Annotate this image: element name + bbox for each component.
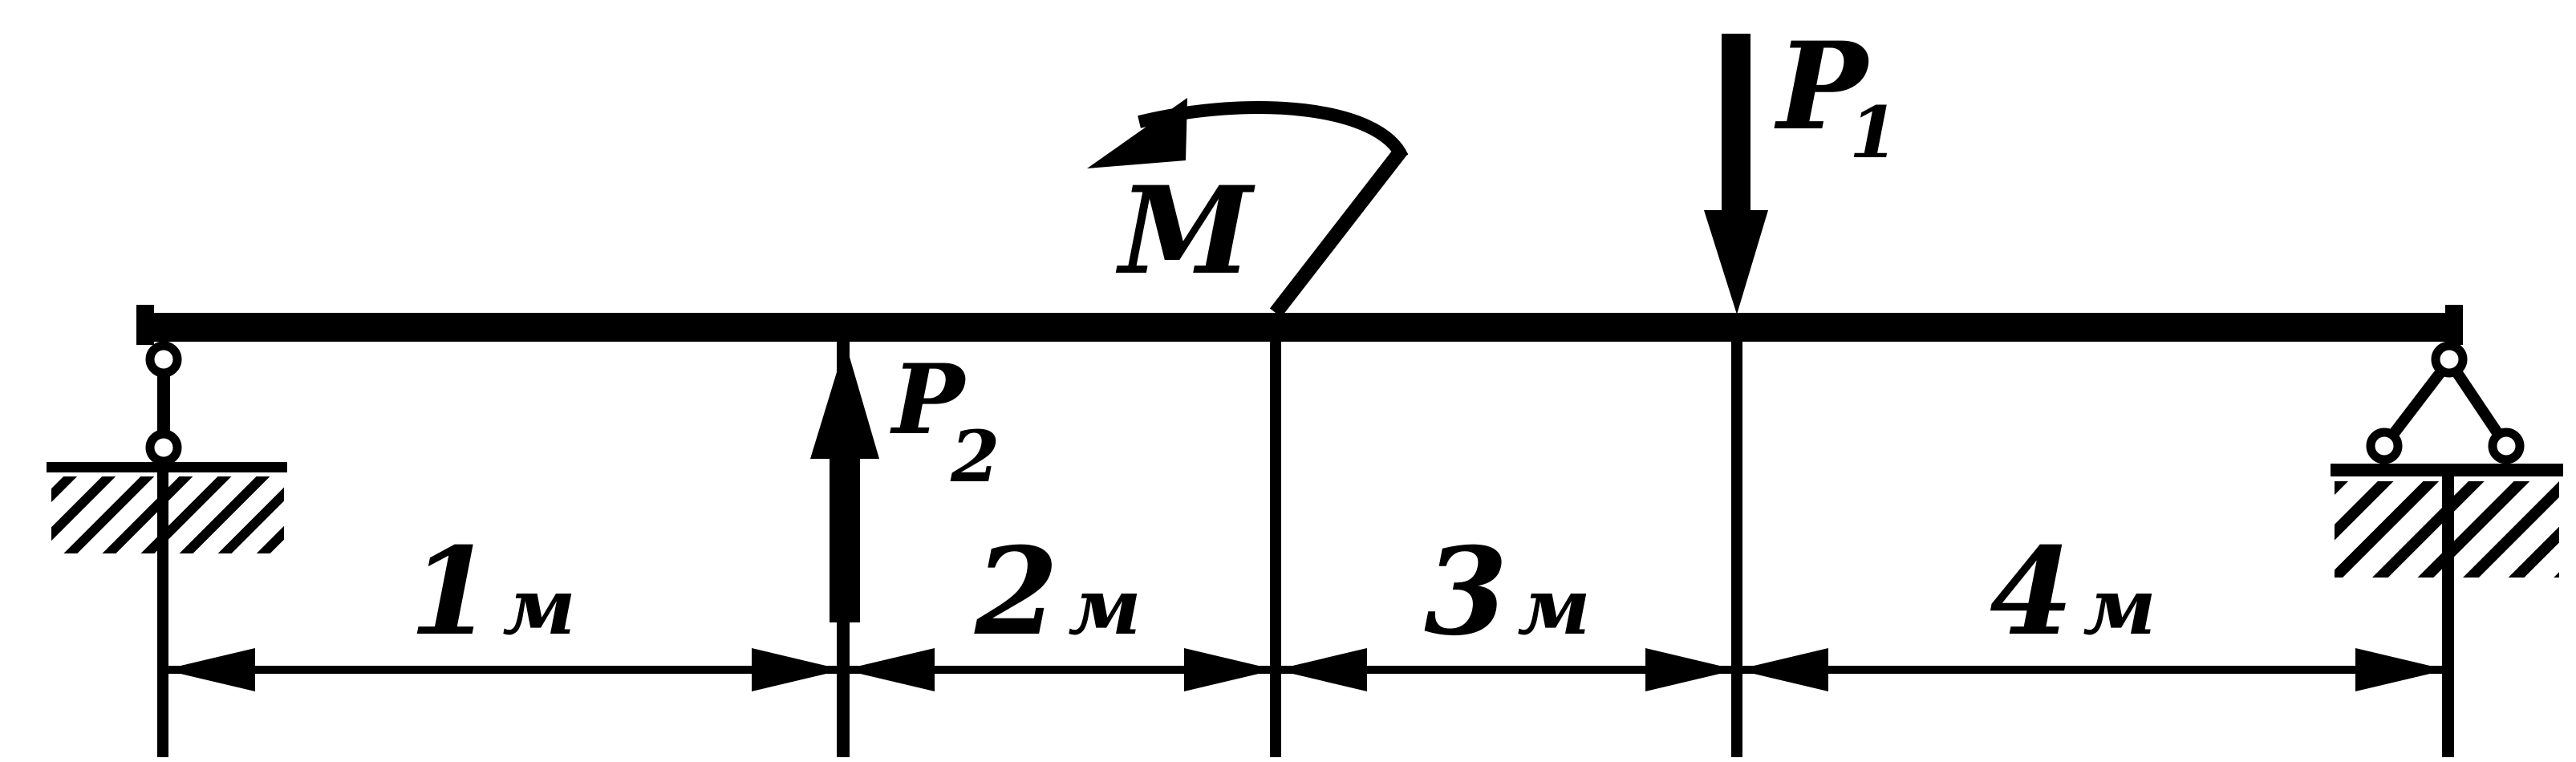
force-p2-arrow [810, 343, 879, 622]
force-p1-label: P [1774, 16, 1871, 157]
force-p2-label: P [890, 343, 968, 456]
beam [136, 313, 2463, 342]
dimension-value-3: 3 [1424, 521, 1507, 663]
beam-end-right [2445, 305, 2463, 345]
dimension-value-1: 1 [409, 521, 493, 663]
moment-label: M [1115, 160, 1256, 302]
dimension-value-2: 2 [974, 521, 1058, 663]
left-support [47, 341, 287, 757]
force-p1-subscript: 1 [1849, 91, 1898, 174]
right-support [2331, 341, 2563, 757]
dimension-arrowheads [164, 648, 2447, 691]
extension-line-p1 [1731, 342, 1742, 757]
beam-end-left [136, 305, 154, 345]
dimension-value-4: 4 [1990, 521, 2073, 663]
dimension-unit-3: м [1517, 561, 1590, 652]
moment-arrow [1087, 98, 1409, 318]
dimension-unit-1: м [502, 561, 575, 652]
dimension-unit-2: м [1068, 561, 1141, 652]
force-p2-subscript: 2 [950, 415, 1000, 498]
extension-line-moment [1270, 342, 1281, 757]
dimension-unit-4: м [2083, 561, 2156, 652]
force-p1-arrow [1704, 34, 1768, 314]
